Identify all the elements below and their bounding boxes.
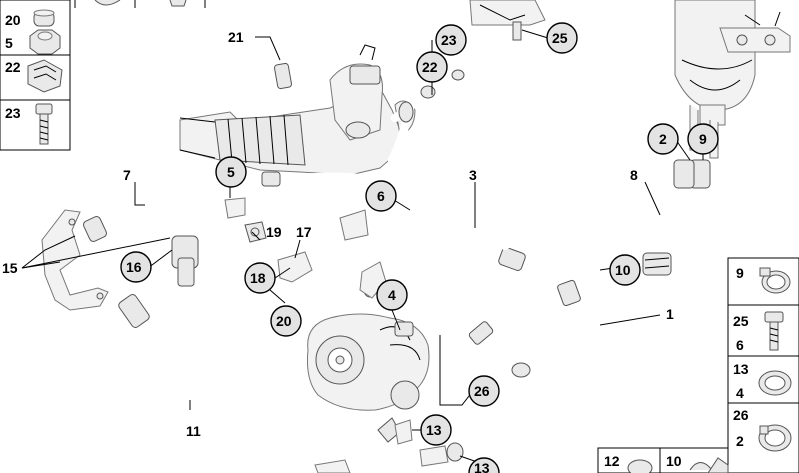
right-panel-label-9: 9	[736, 265, 744, 281]
callout-21: 21	[228, 29, 244, 45]
callout-7: 7	[123, 167, 131, 183]
right-panel-label-4: 4	[736, 385, 744, 401]
bottom-parts-panel: 12 10	[597, 447, 729, 473]
clip-part-icon	[33, 9, 55, 27]
callout-20: 20	[270, 305, 302, 337]
cap-part-icon	[627, 459, 653, 473]
hose-clip-part-icon	[27, 59, 63, 93]
callout-9: 9	[687, 123, 719, 155]
bracket-25	[469, 0, 546, 41]
callout-4-label: 4	[388, 287, 396, 303]
hose-clamp	[642, 252, 672, 276]
rack-boot	[214, 114, 306, 166]
callout-3-label: 3	[469, 167, 477, 183]
callout-22-label: 22	[422, 59, 438, 75]
callout-6: 6	[365, 180, 397, 212]
callout-17-label: 17	[296, 224, 312, 240]
right-panel-label-13: 13	[733, 361, 749, 377]
callout-23-label: 23	[441, 32, 457, 48]
callout-6-label: 6	[377, 188, 385, 204]
callout-22: 22	[416, 51, 448, 83]
callout-15: 15	[2, 260, 18, 276]
callout-10-label: 10	[615, 262, 631, 278]
left-panel-label-23: 23	[5, 105, 21, 121]
callout-17: 17	[296, 224, 312, 240]
left-parts-panel: 20 5 22 23	[0, 0, 71, 151]
callout-2: 2	[647, 123, 679, 155]
right-panel-label-6: 6	[736, 337, 744, 353]
callout-16: 16	[120, 251, 152, 283]
callout-15-label: 15	[2, 260, 18, 276]
bracket-15	[41, 209, 109, 311]
partial-parts-top	[74, 0, 206, 8]
callout-20-label: 20	[276, 313, 292, 329]
callout-5-label: 5	[227, 164, 235, 180]
power-steering-pump	[307, 313, 430, 443]
callout-23: 23	[435, 24, 467, 56]
pipe-5	[178, 183, 322, 200]
callout-8-label: 8	[630, 167, 638, 183]
bottom-panel-label-12: 12	[604, 453, 620, 469]
callout-16-label: 16	[126, 259, 142, 275]
bracket-mid	[224, 197, 369, 241]
callout-3: 3	[469, 167, 477, 183]
callout-11: 11	[186, 423, 201, 439]
left-panel-label-5: 5	[5, 35, 13, 51]
callout-21-label: 21	[228, 29, 244, 45]
callout-9-label: 9	[699, 131, 707, 147]
spring-clamp-part-icon	[758, 424, 792, 452]
callout-13-label: 13	[426, 422, 442, 438]
bolt-part-icon	[764, 311, 784, 351]
callout-19-label: 19	[266, 224, 282, 240]
callout-19: 19	[266, 224, 282, 240]
callout-5: 5	[215, 156, 247, 188]
clip-19	[244, 221, 267, 243]
pipe-6	[375, 85, 510, 250]
bracket-part-icon	[707, 457, 729, 473]
pipe-center	[308, 188, 442, 247]
hose-21	[273, 0, 450, 90]
callout-18-label: 18	[250, 270, 266, 286]
right-panel-label-25: 25	[733, 313, 749, 329]
callout-25: 25	[546, 22, 578, 54]
clip-part-icon	[689, 462, 713, 471]
right-panel-label-26: 26	[733, 407, 749, 423]
callout-25-label: 25	[552, 30, 568, 46]
callout-13: 13	[420, 414, 452, 446]
callout-18: 18	[244, 262, 276, 294]
callout-7-label: 7	[123, 167, 131, 183]
steering-rack	[179, 44, 416, 176]
callout-26: 26	[468, 375, 500, 407]
callout-13-lower: 13	[468, 457, 500, 473]
hose-22	[346, 0, 424, 44]
callout-2-label: 2	[659, 131, 667, 147]
right-parts-panel: 9 25 6 13 4 26 2	[727, 257, 799, 473]
hose-end	[511, 362, 531, 378]
return-hose-8	[468, 159, 695, 345]
left-panel-label-22: 22	[5, 59, 21, 75]
left-panel-label-20: 20	[5, 12, 21, 28]
callout-10: 10	[609, 254, 641, 286]
callout-8: 8	[630, 167, 638, 183]
callout-26-label: 26	[474, 383, 490, 399]
callout-1: 1	[666, 306, 674, 322]
right-panel-label-2: 2	[736, 433, 744, 449]
nut-part-icon	[29, 29, 61, 55]
callout-1-label: 1	[666, 306, 674, 322]
callout-11-label: 11	[186, 423, 201, 439]
bottom-panel-label-10: 10	[666, 453, 682, 469]
hose-11	[111, 235, 464, 473]
hose-clamp-part-icon	[759, 267, 791, 294]
callout-13-lower-label: 13	[474, 460, 490, 473]
callout-4: 4	[376, 279, 408, 311]
seal-ring-part-icon	[758, 370, 792, 396]
bolt-part-icon	[35, 103, 53, 145]
